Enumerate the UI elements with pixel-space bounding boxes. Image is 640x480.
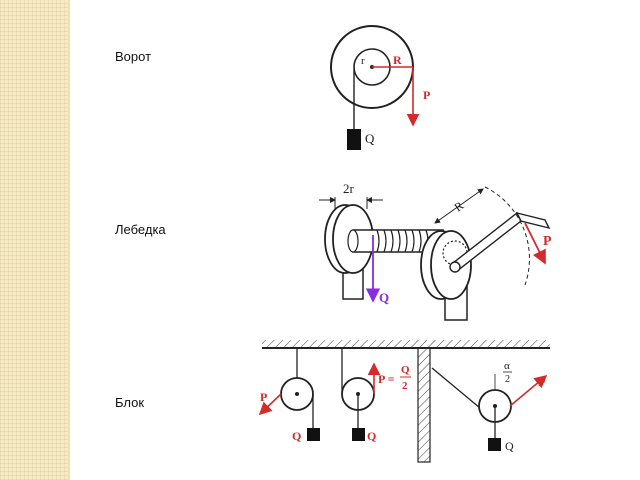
label-Q: Q	[365, 131, 375, 146]
load-Q-3	[488, 438, 501, 451]
label-Q-frac: Q	[401, 364, 410, 376]
label-blok: Блок	[115, 395, 145, 410]
drum-coils	[376, 229, 429, 253]
load-Q-2	[352, 428, 365, 441]
label-Q-3: Q	[505, 439, 514, 453]
vorot-diagram: r R P Q	[330, 25, 430, 150]
crank-handle	[515, 211, 551, 230]
force-P-right	[509, 374, 548, 407]
label-Q-1: Q	[292, 429, 301, 443]
label-two: 2	[402, 380, 408, 392]
label-R: R	[452, 198, 467, 214]
force-P-arrow	[524, 222, 546, 265]
wall	[417, 347, 431, 463]
label-P-right: P	[538, 375, 545, 389]
radius-R-dim	[434, 188, 484, 224]
force-P-left	[258, 393, 282, 416]
label-alpha: α	[504, 360, 510, 372]
label-P-left: P	[260, 390, 267, 404]
label-two-b: 2	[505, 374, 510, 385]
label-Q-2: Q	[367, 429, 376, 443]
label-R: R	[393, 53, 402, 67]
blok-diagram: P Q Q P = Q 2 Q α 2 P	[258, 340, 550, 463]
label-lebedka: Лебедка	[115, 222, 166, 237]
lebedka-diagram: R 2r Q P	[319, 181, 552, 321]
rotation-arc	[484, 186, 530, 286]
load-Q-1	[307, 428, 320, 441]
label-vorot: Ворот	[115, 49, 152, 64]
label-2r: 2r	[343, 181, 355, 196]
label-P: P	[543, 234, 552, 249]
load-Q	[347, 129, 361, 150]
label-r: r	[361, 55, 365, 67]
label-P-eq: P =	[378, 372, 395, 386]
ceiling-hatch	[262, 340, 550, 348]
label-Q: Q	[379, 290, 389, 305]
decorative-side-strip	[0, 0, 70, 480]
label-P: P	[423, 88, 430, 102]
